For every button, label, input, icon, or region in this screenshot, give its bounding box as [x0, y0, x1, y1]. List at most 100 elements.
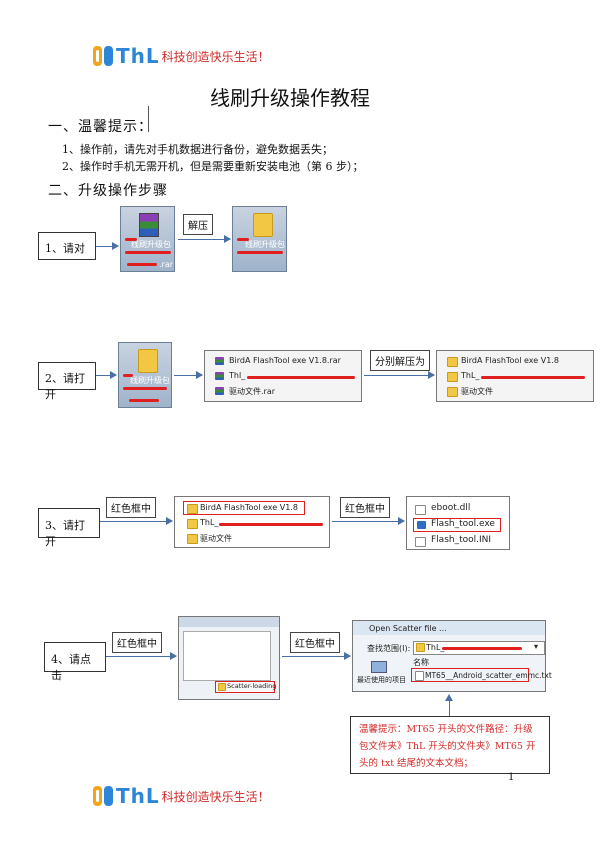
folder-icon — [187, 534, 198, 544]
section-heading-steps: 二、升级操作步骤 — [48, 183, 168, 199]
page-title: 线刷升级操作教程 — [210, 86, 370, 110]
connector-line — [449, 700, 450, 716]
lookin-dropdown[interactable]: ThL_ ▾ — [413, 641, 545, 655]
step3-label: 3、请打开 — [38, 508, 100, 548]
highlight-box — [183, 501, 305, 515]
scatter-loading-button[interactable]: Scatter-loading — [215, 681, 277, 693]
explorer-list-flashtool: BirdA FlashTool exe V1.8 ThL_ 驱动文件 — [174, 496, 330, 548]
extract-action-label: 解压 — [183, 214, 213, 235]
arrow — [282, 652, 351, 660]
cursor-line — [148, 106, 149, 132]
redaction-mark — [442, 647, 522, 650]
arrow — [178, 235, 231, 243]
red-box-hint: 红色框中 — [290, 632, 340, 653]
file-name: 驱动文件 — [200, 534, 232, 543]
file-name: BirdA FlashTool exe V1.8 — [461, 356, 559, 365]
recent-items-icon — [371, 661, 387, 673]
folder-icon — [253, 213, 273, 237]
folder-icon — [187, 504, 198, 514]
file-name: 驱动文件.rar — [229, 387, 276, 396]
arrow — [96, 242, 119, 250]
dialog-titlebar — [353, 621, 545, 635]
explorer-list-flashtool-files: eboot.dll Flash_tool.exe Flash_tool.INI — [406, 496, 510, 550]
folder-tile: 线刷升级包 — [232, 206, 287, 272]
folder-icon — [187, 519, 198, 529]
file-name: Flash_tool.INI — [431, 535, 492, 545]
lookin-value: ThL_ — [426, 643, 445, 652]
tile-caption: 线刷升级包 — [131, 240, 171, 249]
lookin-label: 查找范围(I): — [367, 644, 411, 653]
redaction-mark — [481, 376, 585, 379]
redaction-mark — [123, 374, 133, 377]
rar-icon — [215, 372, 224, 380]
rar-icon — [215, 387, 224, 395]
header-logo: ThL 科技创造快乐生活！ — [92, 44, 270, 68]
arrow — [332, 517, 405, 525]
tip-item: 2、操作时手机无需开机，但是需要重新安装电池（第 6 步）； — [62, 160, 364, 173]
file-name: ThL_ — [461, 371, 480, 380]
folder-icon — [447, 357, 458, 367]
file-name: eboot.dll — [431, 503, 471, 513]
highlight-box — [411, 668, 529, 682]
red-box-hint: 红色框中 — [112, 632, 162, 653]
folder-icon — [447, 372, 458, 382]
redaction-mark — [123, 387, 167, 390]
highlight-box — [413, 518, 501, 532]
section-heading-tips: 一、温馨提示： — [48, 119, 153, 135]
warm-tip-note: 温馨提示：MT65 开头的文件路径：升级包文件夹》ThL 开头的文件夹》MT65… — [350, 716, 550, 774]
red-box-hint: 红色框中 — [340, 497, 390, 518]
explorer-list-archives: BirdA FlashTool exe V1.8.rar Thl_ 驱动文件.r… — [204, 350, 362, 402]
file-name: BirdA FlashTool exe V1.8.rar — [229, 356, 341, 365]
step4-label: 4、请点击 — [44, 642, 106, 682]
page-number: 1 — [508, 772, 515, 783]
arrow — [106, 652, 177, 660]
tile-ext: .rar — [159, 260, 174, 269]
brand-slogan: 科技创造快乐生活！ — [161, 789, 270, 804]
redaction-mark — [247, 376, 355, 379]
redaction-mark — [129, 399, 159, 402]
arrow — [174, 371, 203, 379]
arrow — [364, 371, 435, 379]
redaction-mark — [219, 523, 323, 526]
redaction-mark — [237, 251, 283, 254]
tile-caption: 线刷升级包 — [130, 376, 170, 385]
file-name: Flash_tool.exe — [431, 519, 495, 529]
recent-items-link[interactable]: 最近使用的项目 — [357, 676, 406, 684]
thl-logo-icon: ThL — [92, 44, 160, 68]
redaction-mark — [237, 238, 249, 241]
file-name: ThL_ — [200, 518, 219, 527]
chevron-down-icon: ▾ — [534, 642, 539, 651]
redaction-mark — [125, 238, 137, 241]
redaction-mark — [127, 263, 157, 266]
flashtool-window-crop: Scatter-loading — [178, 616, 280, 700]
button-label: Scatter-loading — [227, 682, 277, 690]
open-scatter-dialog: Open Scatter file ... 查找范围(I): ThL_ ▾ 名称… — [352, 620, 552, 692]
txt-file-icon — [415, 671, 424, 681]
brand-name: ThL — [116, 44, 160, 68]
file-name: 驱动文件 — [461, 387, 493, 396]
rar-icon — [215, 357, 224, 365]
red-box-hint: 红色框中 — [106, 497, 156, 518]
step1-label: 1、请对 — [38, 232, 96, 260]
brand-name: ThL — [116, 784, 160, 808]
arrow — [100, 517, 173, 525]
folder-icon — [138, 349, 158, 373]
rar-archive-tile: 线刷升级包 .rar — [120, 206, 175, 272]
window-titlebar — [179, 617, 279, 627]
up-arrow — [445, 694, 453, 701]
exe-file-icon — [417, 521, 426, 529]
scatter-file-name[interactable]: MT65__Android_scatter_emmc.txt — [425, 671, 552, 680]
folder-icon — [416, 643, 425, 652]
dll-file-icon — [415, 505, 426, 515]
ini-file-icon — [415, 537, 426, 547]
column-header: 名称 — [413, 658, 429, 667]
file-name: BirdA FlashTool exe V1.8 — [200, 503, 298, 512]
explorer-list-folders: BirdA FlashTool exe V1.8 ThL_ 驱动文件 — [436, 350, 594, 402]
tile-caption: 线刷升级包 — [245, 240, 285, 249]
tip-item: 1、操作前，请先对手机数据进行备份，避免数据丢失； — [62, 143, 333, 156]
arrow — [96, 371, 117, 379]
brand-slogan: 科技创造快乐生活！ — [161, 49, 270, 64]
folder-icon — [447, 387, 458, 397]
step2-label: 2、请打开 — [38, 362, 96, 401]
window-pane — [183, 631, 271, 681]
